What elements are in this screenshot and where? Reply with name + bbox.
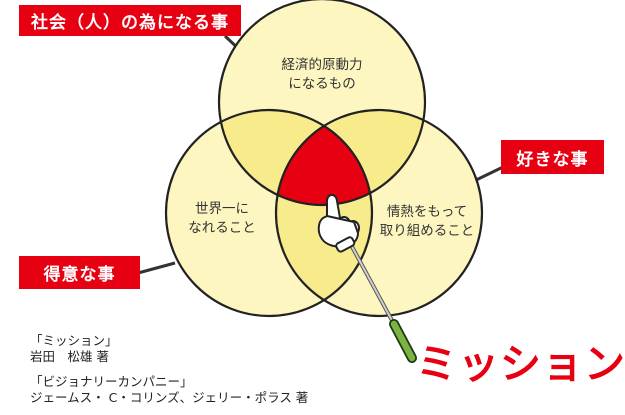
tag-like: 好きな事 xyxy=(501,140,604,174)
circle-label-line: になるもの xyxy=(288,76,356,92)
circle-label-passion: 情熱をもって 取り組めること xyxy=(362,203,492,241)
mission-result-label: ミッション xyxy=(416,340,625,388)
pointing-hand-icon xyxy=(317,193,360,253)
circle-label-line: 世界一に xyxy=(195,201,249,217)
circle-label-economic: 経済的原動力 になるもの xyxy=(262,56,382,94)
pointer-stick-icon xyxy=(348,241,417,363)
circle-label-best-in-world: 世界一に なれること xyxy=(172,200,272,238)
source-author: 岩田 松雄 著 xyxy=(30,349,109,364)
source-title: 「ビジョナリーカンパニー」 xyxy=(30,374,193,389)
circle-label-line: 情熱をもって xyxy=(386,204,468,220)
source-author: ジェームス・ C・コリンズ、ジェリー・ポラス 著 xyxy=(30,390,309,405)
tag-social-good: 社会（人）の為になる事 xyxy=(19,5,241,36)
source-title: 「ミッション」 xyxy=(30,333,118,348)
circle-label-line: なれること xyxy=(188,220,256,236)
circle-best-in-world-outline xyxy=(164,108,374,318)
circle-label-line: 経済的原動力 xyxy=(281,57,363,73)
circle-economic-outline xyxy=(217,0,427,207)
tag-good-at: 得意な事 xyxy=(19,256,140,289)
circle-passion-outline xyxy=(274,108,484,318)
connector-good xyxy=(137,261,176,275)
overlap-center xyxy=(276,110,372,205)
circle-label-line: 取り組めること xyxy=(379,223,475,239)
